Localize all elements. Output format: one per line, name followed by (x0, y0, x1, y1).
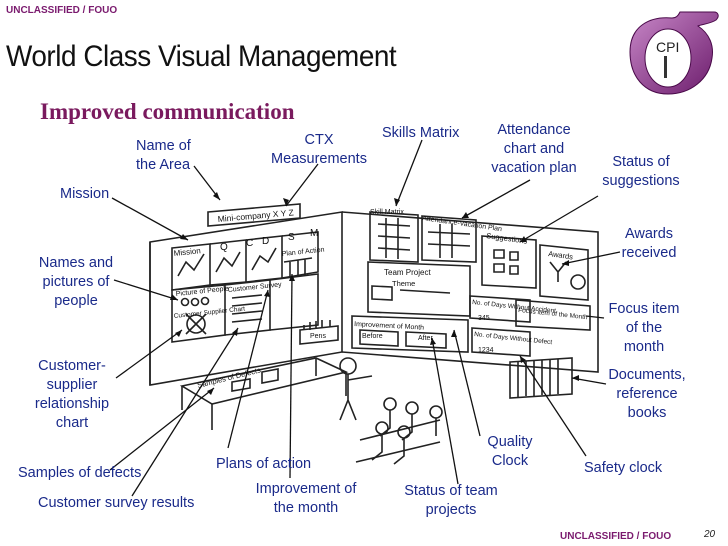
label-quality-clock: Quality Clock (487, 434, 533, 469)
label-status-suggestions: Status of suggestions (602, 154, 680, 189)
page-subtitle: Improved communication (40, 99, 295, 124)
board-awards: Awards (548, 249, 574, 261)
label-name-of-area: Name of the Area (136, 138, 191, 173)
classification-top: UNCLASSIFIED / FOUO (6, 5, 118, 16)
label-safety-clock: Safety clock (584, 460, 663, 476)
board-customer-supplier: Customer Supplier Chart (173, 306, 245, 320)
label-mission: Mission (60, 186, 110, 202)
board-before: Before (362, 333, 383, 340)
board-c: C (246, 238, 253, 249)
label-samples-defects: Samples of defects (18, 465, 142, 481)
label-customer-survey: Customer survey results (38, 495, 195, 511)
board-team-project: Team Project (384, 268, 431, 277)
board-pens: Pens (310, 333, 326, 340)
board-q: Q (220, 242, 228, 253)
board-mission: Mission (173, 246, 201, 258)
board-days-no-defect: No. of Days Without Defect (474, 331, 553, 346)
board-s: S (288, 232, 295, 243)
board-d: D (262, 236, 269, 247)
board-plan-of-action: Plan of Action (281, 247, 324, 258)
board-improvement-month: Improvement of Month (354, 321, 424, 332)
label-status-team-projects: Status of team projects (404, 483, 498, 518)
label-improvement-month: Improvement of the month (255, 481, 357, 516)
label-focus-item: Focus item of the month (608, 301, 680, 355)
label-names-pictures: Names and pictures of people (38, 255, 114, 309)
label-skills-matrix: Skills Matrix (382, 125, 460, 141)
label-awards: Awards received (621, 226, 677, 261)
board-after: After (418, 335, 433, 342)
label-plans-action: Plans of action (216, 456, 312, 472)
page-number: 20 (704, 529, 716, 540)
page-title: World Class Visual Management (6, 40, 397, 73)
board-suggestions: Suggestions (486, 231, 528, 246)
logo-letters: CPI (656, 39, 679, 55)
board-theme: Theme (392, 279, 415, 288)
classification-bottom: UNCLASSIFIED / FOUO (560, 531, 672, 542)
sigma-logo-icon: CPI (614, 6, 724, 98)
label-ctx-measurements: CTX Measurements (271, 132, 367, 167)
board-accident-count: 345 (478, 315, 490, 322)
label-attendance: Attendance chart and vacation plan (491, 122, 577, 176)
label-customer-supplier: Customer-supplier relationship chart (34, 358, 110, 431)
board-defect-count: 1234 (478, 347, 494, 354)
label-documents: Documents, reference books (608, 367, 686, 421)
board-skill-matrix: Skill Matrix (370, 209, 404, 216)
board-m: M (310, 228, 318, 239)
board-picture-people: Picture of People (175, 285, 229, 298)
